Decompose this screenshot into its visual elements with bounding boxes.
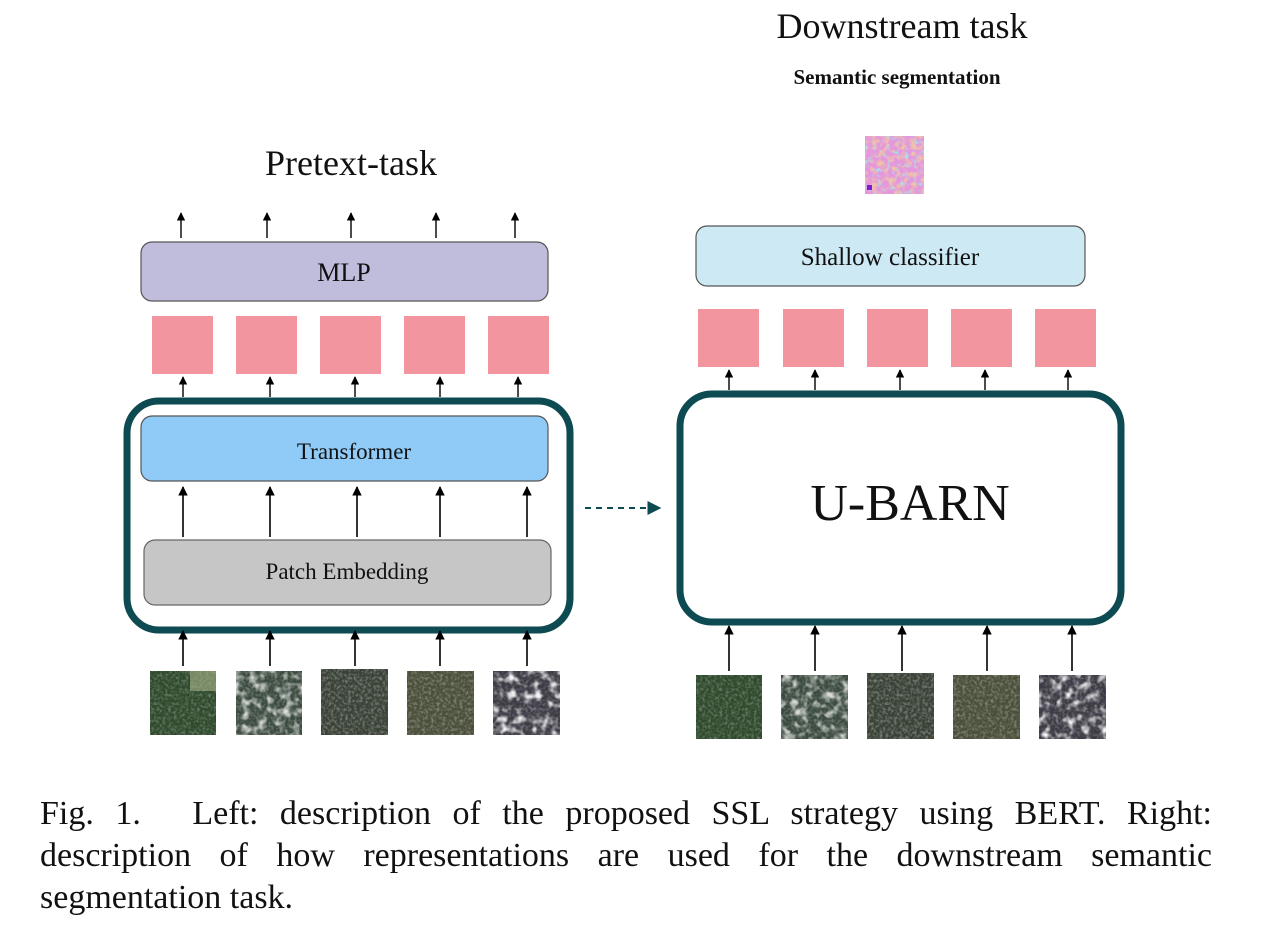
pretext-task-title: Pretext-task — [265, 143, 437, 183]
mlp-output-arrows — [176, 212, 520, 238]
satellite-image-tile-icon — [236, 671, 302, 735]
satellite-image-tile-icon — [696, 675, 762, 739]
shallow-classifier-block: Shallow classifier — [695, 225, 1086, 287]
token-square — [867, 309, 928, 367]
satellite-image-tile-icon — [781, 675, 848, 739]
satellite-image-tile-icon — [321, 669, 388, 735]
right-token-row — [698, 309, 1096, 367]
left-input-images — [150, 669, 560, 735]
left-input-arrows — [178, 630, 532, 666]
token-square — [152, 316, 213, 374]
token-square — [783, 309, 844, 367]
right-input-images — [696, 673, 1106, 739]
diagram-canvas: Pretext-task Downstream task Semantic se… — [123, 6, 1125, 739]
u-barn-encoder: U-BARN — [676, 390, 1125, 626]
satellite-image-tile-icon — [1039, 675, 1106, 739]
patch-embedding-block: Patch Embedding — [143, 539, 552, 606]
token-square — [404, 316, 465, 374]
satellite-image-tile-icon — [493, 671, 560, 735]
right-input-arrows — [724, 625, 1077, 671]
token-square — [951, 309, 1012, 367]
downstream-task-title: Downstream task — [777, 6, 1028, 46]
satellite-image-tile-icon — [407, 671, 474, 735]
satellite-image-tile-icon — [150, 671, 216, 735]
caption-text: Left: description of the proposed SSL st… — [40, 795, 1212, 916]
transformer-block: Transformer — [140, 415, 549, 482]
shallow-classifier-label: Shallow classifier — [801, 244, 980, 271]
token-square — [320, 316, 381, 374]
mlp-block: MLP — [140, 241, 549, 302]
satellite-image-tile-icon — [953, 675, 1020, 739]
transformer-label: Transformer — [297, 439, 411, 464]
downstream-task-subtitle: Semantic segmentation — [793, 65, 1000, 89]
embedding-to-transformer-arrows — [178, 486, 532, 537]
token-square — [1035, 309, 1096, 367]
segmentation-map-image-icon — [865, 136, 924, 194]
left-encoder-to-token-arrows — [178, 376, 523, 397]
satellite-image-tile-icon — [867, 673, 934, 739]
patch-embedding-label: Patch Embedding — [266, 559, 429, 584]
figure-caption: Fig. 1. Left: description of the propose… — [40, 793, 1212, 919]
bert-encoder-frame — [123, 397, 574, 634]
mlp-label: MLP — [317, 258, 370, 287]
figure-number: Fig. 1. — [40, 795, 141, 832]
token-square — [236, 316, 297, 374]
right-encoder-to-token-arrows — [724, 369, 1073, 390]
left-token-row — [152, 316, 549, 374]
token-square — [698, 309, 759, 367]
token-square — [488, 316, 549, 374]
u-barn-label: U-BARN — [810, 475, 1009, 532]
